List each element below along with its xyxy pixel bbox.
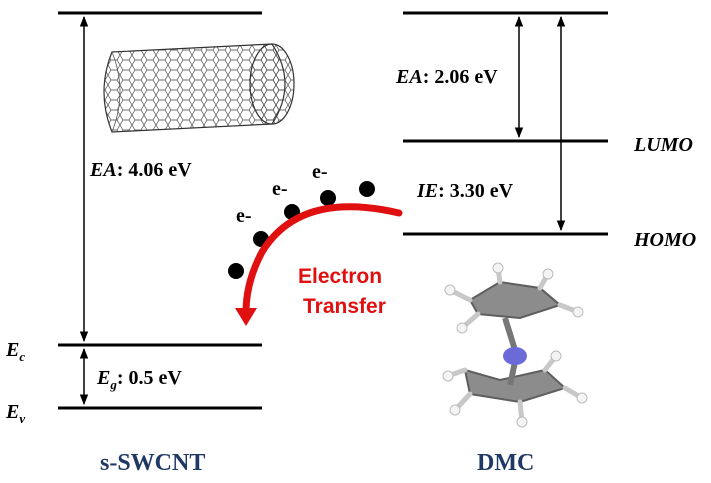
nanotube-illustration: [103, 43, 295, 133]
nitrogen-atom: [503, 347, 527, 365]
electron-dot: [228, 263, 244, 279]
electrons: e- e- e-: [228, 161, 375, 279]
ie-label: IE: 3.30 eV: [416, 180, 514, 202]
swcnt-name: s-SWCNT: [100, 450, 205, 476]
dmc-molecule: [442, 262, 588, 428]
lumo-label: LUMO: [633, 134, 693, 156]
transfer-label-line1: Electron: [298, 265, 382, 288]
electron-label: e-: [272, 178, 288, 200]
electron-dot: [359, 181, 375, 197]
electron-transfer-arrow: [235, 203, 403, 326]
electron-label: e-: [312, 161, 328, 183]
ev-label: Ev: [5, 401, 25, 426]
homo-label: HOMO: [633, 229, 696, 251]
transfer-label-line2: Transfer: [303, 295, 386, 318]
eg-label: Eg: 0.5 eV: [96, 367, 182, 392]
ea-left-label: EA: 4.06 eV: [89, 159, 192, 181]
electron-dot: [320, 190, 336, 206]
dmc-name: DMC: [477, 450, 534, 476]
electron-label: e-: [236, 205, 252, 227]
ea-right-label: EA: 2.06 eV: [395, 66, 498, 88]
ec-label: Ec: [5, 339, 25, 364]
